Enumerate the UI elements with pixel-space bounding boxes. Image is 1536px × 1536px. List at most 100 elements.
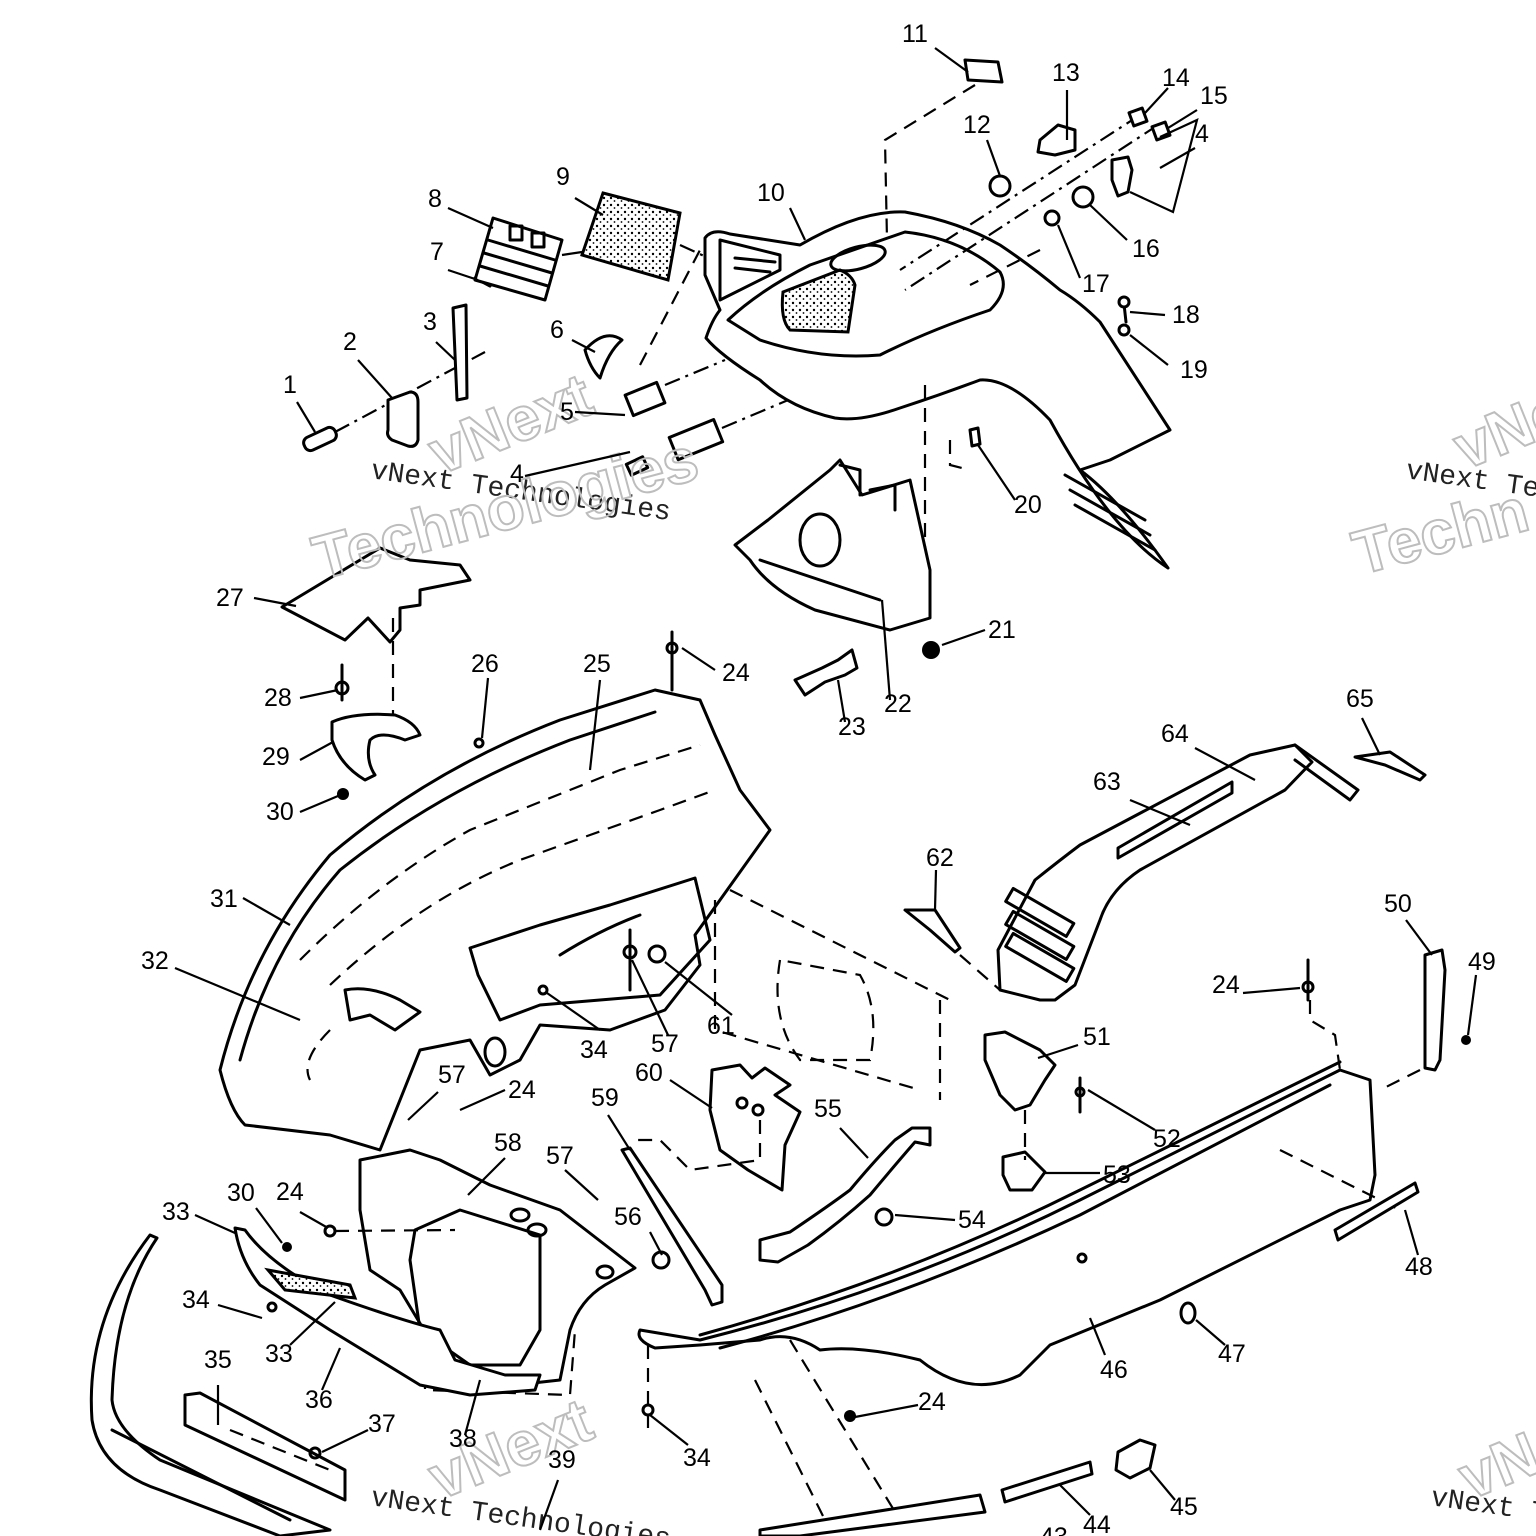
callout-label: 31: [210, 885, 238, 913]
leader-line: [299, 688, 339, 700]
leader-line: [664, 961, 733, 1016]
part-2-bracket: [386, 390, 420, 448]
leader-line: [447, 206, 494, 230]
part-34-rivet: [537, 984, 549, 996]
callout-label: 65: [1346, 685, 1374, 713]
callout-4: 4: [510, 450, 631, 488]
callout-56: 56: [614, 1203, 663, 1256]
leader-line: [1167, 109, 1198, 129]
leader-line: [1037, 1043, 1079, 1060]
part-50-hinge-arm: [1423, 948, 1447, 1072]
part-34-rivet: [266, 1301, 278, 1313]
callout-label: 8: [428, 185, 442, 213]
callout-label: 30: [266, 798, 294, 826]
leader-line: [839, 1127, 869, 1159]
part-artwork: [89, 58, 1471, 1536]
callout-label: 7: [430, 238, 444, 266]
callout-label: 51: [1083, 1023, 1111, 1051]
leader-line: [1087, 1089, 1156, 1131]
callout-label: 34: [182, 1286, 210, 1314]
callout-14: 14: [1144, 64, 1190, 114]
leader-line: [459, 1088, 506, 1112]
callout-59: 59: [591, 1084, 631, 1151]
part-62-clip: [903, 908, 962, 954]
callout-label: 39: [548, 1446, 576, 1474]
callout-6: 6: [550, 316, 596, 353]
leader-line: [1466, 974, 1478, 1036]
part-4-connector: [624, 393, 801, 477]
callout-label: 15: [1200, 82, 1228, 110]
leader-line: [1195, 1319, 1226, 1346]
callout-label: 11: [902, 20, 928, 48]
callout-label: 44: [1083, 1511, 1111, 1536]
leader-line: [934, 47, 969, 73]
callout-15: 15: [1167, 82, 1228, 129]
callout-64: 64: [1161, 720, 1256, 781]
part-4-catch: [1110, 155, 1134, 198]
part-65-clip: [1353, 750, 1427, 782]
part-30-nut: [282, 1242, 292, 1252]
leader-line: [941, 628, 986, 647]
leader-line: [447, 268, 479, 282]
callout-label: 14: [1162, 64, 1190, 92]
callout-49: 49: [1466, 948, 1496, 1036]
callout-7: 7: [430, 238, 479, 282]
callout-23: 23: [836, 679, 866, 741]
part-3-plate: [451, 303, 469, 402]
part-17-washer: [1043, 209, 1061, 227]
leader-line: [546, 992, 601, 1031]
leader-line: [649, 1414, 689, 1446]
callout-label: 27: [216, 584, 244, 612]
callout-36: 36: [305, 1347, 342, 1414]
callout-65: 65: [1346, 685, 1381, 756]
part-54-nut: [874, 1207, 894, 1227]
callout-label: 24: [508, 1076, 536, 1104]
callout-label: 23: [838, 713, 866, 741]
part-37-screw: [308, 1446, 322, 1460]
callout-label: 34: [683, 1444, 711, 1472]
leader-line: [463, 1379, 482, 1436]
callout-43: 43: [1040, 1523, 1068, 1536]
leader-line: [933, 869, 938, 911]
callout-2: 2: [343, 328, 393, 399]
callout-25: 25: [583, 650, 611, 771]
callout-51: 51: [1037, 1023, 1111, 1060]
leader-line: [407, 1091, 439, 1121]
callout-5: 5: [560, 398, 626, 426]
leader-line: [299, 1211, 329, 1229]
part-60-plate: [708, 1063, 802, 1192]
part-11-clip: [963, 58, 1004, 84]
callout-label: 29: [262, 743, 290, 771]
callout-label: 34: [580, 1036, 608, 1064]
leader-line: [1149, 1469, 1176, 1501]
callout-label: 6: [550, 316, 564, 344]
callout-label: 12: [963, 111, 991, 139]
leader-line: [789, 207, 806, 241]
callout-34: 34: [182, 1286, 263, 1320]
callout-44: 44: [1059, 1484, 1111, 1536]
part-20-rivet: [968, 426, 982, 448]
leader-line: [296, 401, 316, 433]
part-35-decal: [183, 1391, 347, 1502]
callout-21: 21: [941, 616, 1016, 647]
callout-label: 28: [264, 684, 292, 712]
callout-34: 34: [546, 992, 608, 1064]
part-6-grommet: [583, 334, 624, 380]
part-5-switch: [623, 358, 726, 418]
leader-line: [1361, 717, 1381, 756]
leader-line: [174, 966, 301, 1022]
callout-8: 8: [428, 185, 494, 230]
part-26-screw: [473, 737, 485, 749]
leader-line: [321, 1429, 369, 1453]
part-22-air-box: [733, 458, 932, 632]
callout-37: 37: [321, 1410, 396, 1453]
callout-label: 53: [1103, 1161, 1131, 1189]
callout-label: 5: [560, 398, 574, 426]
callout-48: 48: [1403, 1209, 1433, 1281]
callout-47: 47: [1195, 1319, 1246, 1368]
callout-32: 32: [141, 947, 301, 1022]
callout-19: 19: [1129, 334, 1208, 384]
leader-line: [299, 741, 334, 761]
callout-16: 16: [1089, 204, 1160, 263]
callout-24: 24: [1212, 971, 1301, 999]
